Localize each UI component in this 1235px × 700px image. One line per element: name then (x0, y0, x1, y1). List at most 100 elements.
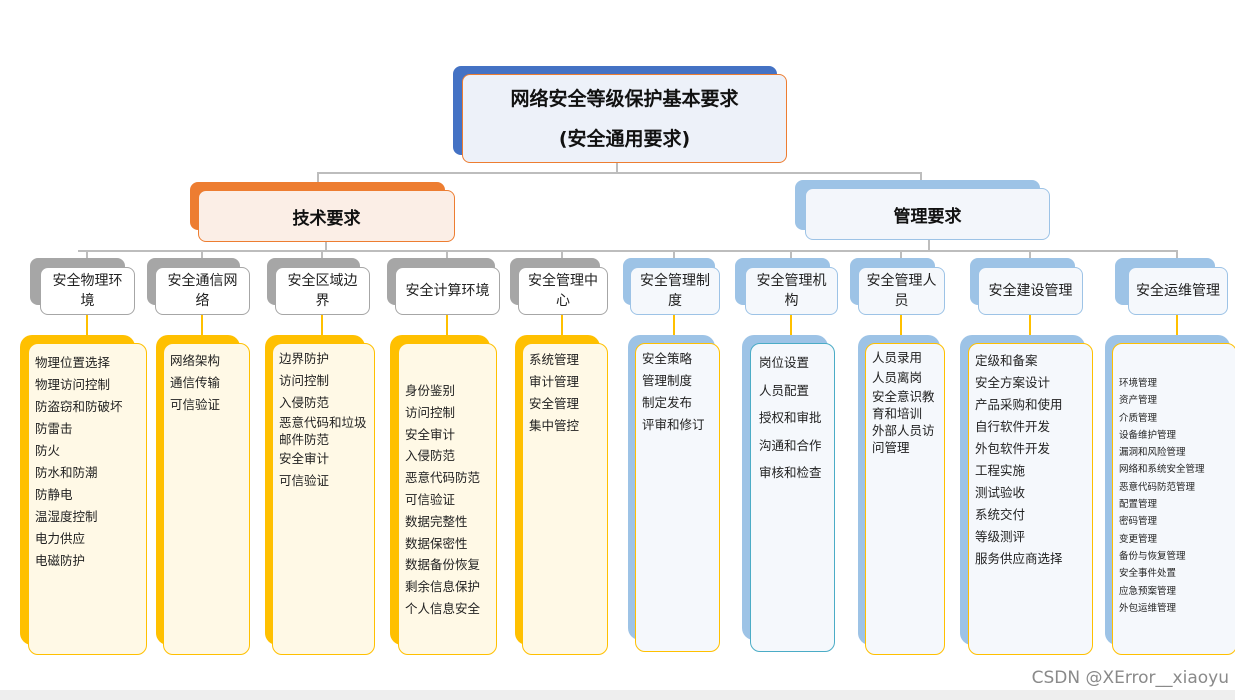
requirement-item: 可信验证 (170, 397, 221, 412)
requirement-item: 通信传输 (170, 375, 221, 390)
column-header: 安全运维管理 (1128, 267, 1228, 315)
title-line-2: (安全通用要求) (558, 127, 691, 150)
requirement-item: 审核和检查 (759, 465, 822, 480)
connector (320, 315, 323, 337)
requirement-item: 数据保密性 (405, 535, 468, 551)
column-header-label: 安全计算环境 (405, 283, 490, 299)
requirement-item: 数据完整性 (405, 513, 468, 529)
requirement-item: 防静电 (35, 487, 73, 502)
requirement-item: 身份鉴别 (405, 383, 456, 398)
requirement-item: 可信验证 (279, 473, 330, 488)
requirement-item: 评审和修订 (642, 417, 705, 432)
column-items: 身份鉴别访问控制安全审计入侵防范恶意代码防范可信验证数据完整性数据保密性数据备份… (398, 343, 497, 655)
connector (616, 163, 618, 173)
requirement-item: 等级测评 (975, 529, 1026, 544)
column-items: 人员录用人员离岗安全意识教育和培训外部人员访问管理 (865, 343, 945, 655)
requirement-item: 温湿度控制 (35, 509, 98, 524)
connector (673, 315, 675, 337)
column-header: 安全管理制度 (630, 267, 720, 315)
requirement-item: 电磁防护 (35, 553, 86, 568)
requirement-item: 系统交付 (975, 507, 1026, 522)
requirement-item: 网络和系统安全管理 (1119, 464, 1205, 476)
requirement-item: 防火 (35, 443, 61, 458)
column-items: 物理位置选择物理访问控制防盗窃和防破坏防雷击防火防水和防潮防静电温湿度控制电力供… (28, 343, 147, 655)
requirement-item: 测试验收 (975, 485, 1026, 500)
requirement-item: 恶意代码防范管理 (1119, 481, 1196, 493)
column-header: 安全管理机构 (745, 267, 838, 315)
requirement-item: 服务供应商选择 (975, 551, 1063, 566)
column-header: 安全计算环境 (395, 267, 500, 315)
requirement-item: 入侵防范 (405, 448, 456, 464)
connector (561, 250, 563, 260)
requirement-item: 防盗窃和防破坏 (35, 399, 123, 414)
requirement-item: 人员配置 (759, 382, 810, 398)
connector (445, 315, 448, 337)
column-items: 系统管理审计管理安全管理集中管控 (522, 343, 608, 655)
requirement-item: 沟通和合作 (759, 437, 822, 453)
column-header-label: 安全通信网络 (167, 273, 238, 309)
connector (920, 172, 922, 182)
requirement-item: 防雷击 (35, 421, 73, 436)
connector (789, 250, 792, 260)
connector (789, 315, 792, 337)
connector (317, 172, 920, 174)
connector (320, 250, 323, 260)
requirement-item: 安全方案设计 (975, 375, 1051, 390)
requirement-item: 授权和审批 (759, 410, 822, 425)
diagram-title: 网络安全等级保护基本要求 (安全通用要求) (462, 74, 787, 163)
requirement-item: 岗位设置 (759, 355, 810, 370)
requirement-item: 密码管理 (1119, 516, 1158, 528)
requirement-item: 系统管理 (529, 352, 580, 367)
requirement-item: 资产管理 (1119, 395, 1158, 407)
column-header: 安全建设管理 (978, 267, 1083, 315)
requirement-item: 恶意代码和垃圾邮件防范 (279, 415, 367, 447)
title-line-1: 网络安全等级保护基本要求 (510, 87, 739, 110)
connector (928, 240, 930, 250)
requirement-item: 网络架构 (170, 353, 221, 368)
requirement-item: 防水和防潮 (35, 465, 98, 480)
requirement-item: 物理访问控制 (35, 377, 111, 392)
requirement-item: 备份与恢复管理 (1119, 550, 1186, 562)
requirement-item: 边界防护 (279, 351, 330, 366)
requirement-item: 外部人员访问管理 (872, 423, 935, 455)
connector (200, 315, 203, 337)
requirement-item: 安全管理 (529, 396, 580, 411)
requirement-item: 人员离岗 (872, 370, 923, 385)
requirement-item: 物理位置选择 (35, 355, 111, 370)
column-items: 环境管理资产管理介质管理设备维护管理漏洞和风险管理网络和系统安全管理恶意代码防范… (1112, 343, 1235, 655)
column-header-label: 安全管理制度 (640, 273, 710, 309)
column-header-label: 安全运维管理 (1136, 283, 1220, 299)
column-items: 定级和备案安全方案设计产品采购和使用自行软件开发外包软件开发工程实施测试验收系统… (968, 343, 1093, 655)
column-header: 安全通信网络 (155, 267, 250, 315)
column-header: 安全管理人员 (858, 267, 945, 315)
requirement-item: 环境管理 (1119, 378, 1158, 389)
requirement-item: 访问控制 (405, 404, 456, 420)
column-header: 安全管理中心 (518, 267, 608, 315)
requirement-item: 安全意识教育和培训 (872, 389, 935, 421)
requirement-item: 安全审计 (405, 426, 456, 442)
connector (445, 250, 448, 260)
column-header: 安全物理环境 (40, 267, 135, 315)
requirement-item: 访问控制 (279, 373, 330, 388)
requirement-item: 制定发布 (642, 395, 693, 410)
requirement-item: 外包运维管理 (1119, 602, 1177, 614)
requirement-item: 剩余信息保护 (405, 579, 481, 595)
requirement-item: 定级和备案 (975, 353, 1038, 368)
requirement-item: 介质管理 (1119, 412, 1158, 424)
column-header-label: 安全区域边界 (287, 273, 358, 309)
connector (673, 250, 675, 260)
requirement-item: 产品采购和使用 (975, 397, 1063, 412)
connector (85, 250, 88, 260)
requirement-item: 管理制度 (642, 373, 693, 388)
column-header: 安全区域边界 (275, 267, 370, 315)
column-header-label: 安全管理机构 (756, 273, 827, 309)
requirement-item: 安全策略 (642, 351, 693, 366)
requirement-item: 外包软件开发 (975, 441, 1051, 456)
requirement-item: 入侵防范 (279, 395, 330, 410)
requirement-item: 工程实施 (975, 463, 1026, 478)
requirement-item: 自行软件开发 (975, 419, 1051, 434)
connector (561, 315, 563, 337)
connector (85, 315, 88, 337)
connector (200, 250, 203, 260)
column-header-label: 安全管理人员 (866, 273, 937, 309)
